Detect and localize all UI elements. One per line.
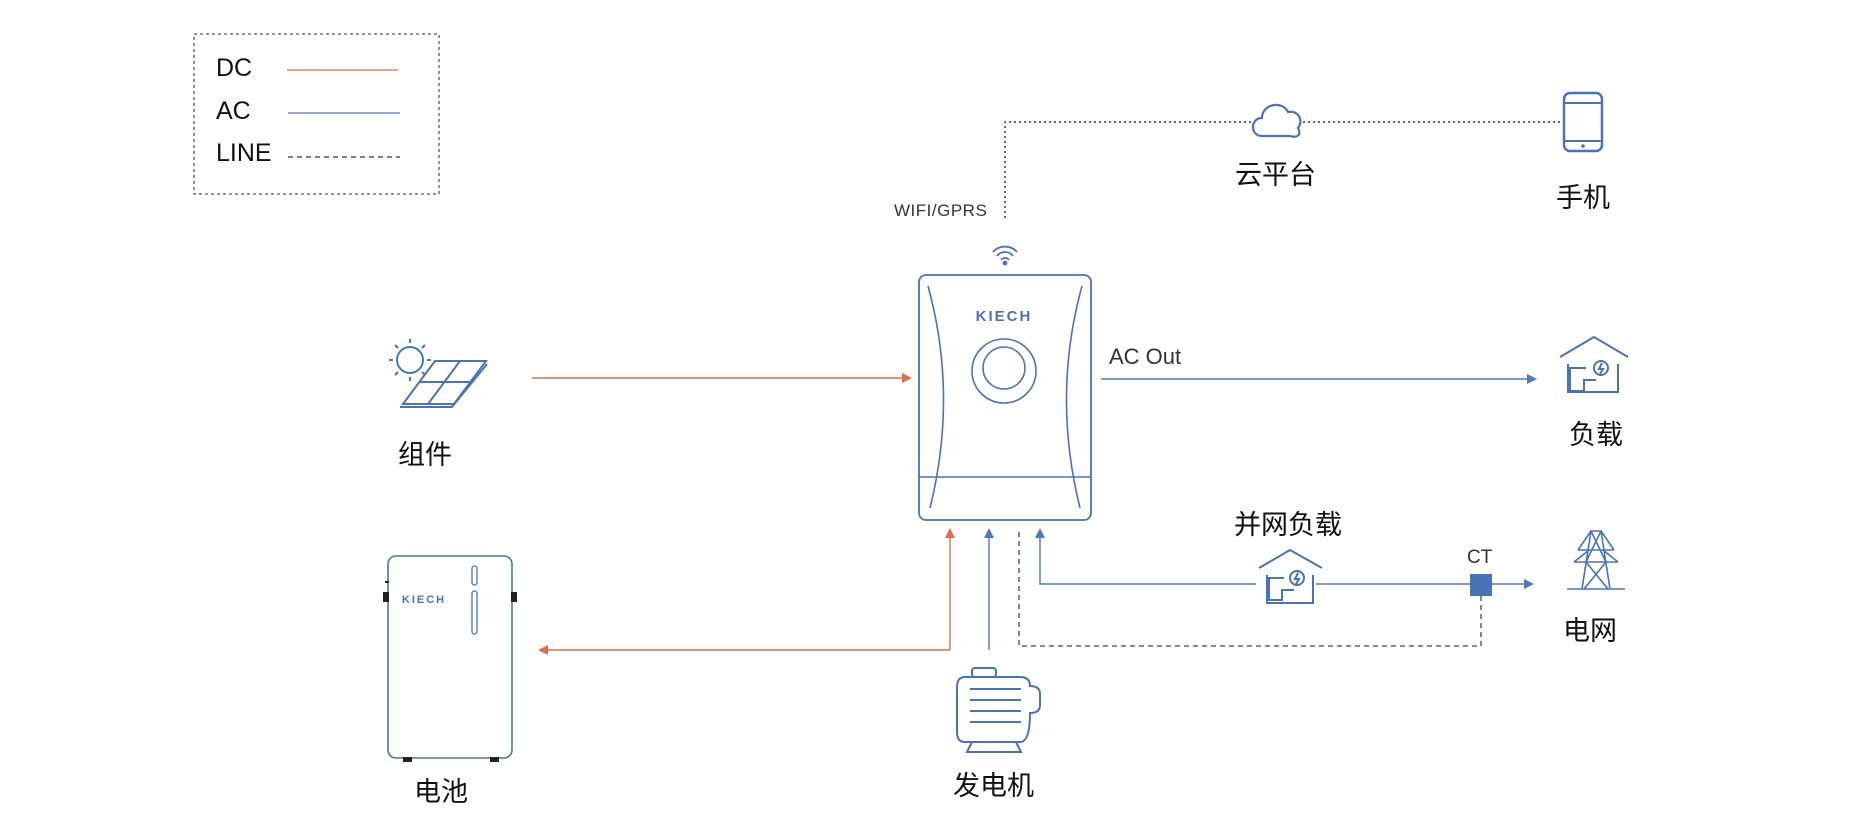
legend-box xyxy=(193,33,440,195)
wifi-icon xyxy=(992,245,1018,266)
generator-icon xyxy=(956,667,1041,753)
comm-line xyxy=(1004,121,1560,218)
load-label: 负载 xyxy=(1569,420,1623,451)
grid-ac-line xyxy=(1035,528,1470,585)
solar-panel-icon xyxy=(389,339,488,408)
legend-label-dc: DC xyxy=(216,54,253,82)
grid-label: 电网 xyxy=(1563,616,1617,647)
phone-icon xyxy=(1562,91,1604,153)
battery-cabinet-icon: KIECH xyxy=(383,555,517,762)
ac-out-label: AC Out xyxy=(1109,344,1182,369)
wifi-gprs-label: WIFI/GPRS xyxy=(894,201,988,220)
phone-label: 手机 xyxy=(1556,183,1610,214)
ct-comm-line xyxy=(1018,528,1482,647)
legend-label-ac: AC xyxy=(216,97,251,125)
generator-label: 发电机 xyxy=(953,771,1034,802)
inverter-icon: KIECH xyxy=(918,274,1092,521)
battery-brand: KIECH xyxy=(402,594,446,606)
grid-load-house-icon xyxy=(1256,548,1323,606)
inverter-brand: KIECH xyxy=(976,308,1033,325)
load-house-icon xyxy=(1559,335,1629,393)
ct-label: CT xyxy=(1467,547,1493,568)
pv-label: 组件 xyxy=(398,440,452,471)
legend-label-line: LINE xyxy=(216,139,272,167)
cloud-label: 云平台 xyxy=(1235,160,1316,191)
battery-label: 电池 xyxy=(414,777,468,808)
cloud-icon xyxy=(1251,103,1302,138)
ct-sensor xyxy=(1470,574,1492,596)
power-tower-icon xyxy=(1567,530,1625,590)
grid-load-label: 并网负载 xyxy=(1234,510,1342,541)
